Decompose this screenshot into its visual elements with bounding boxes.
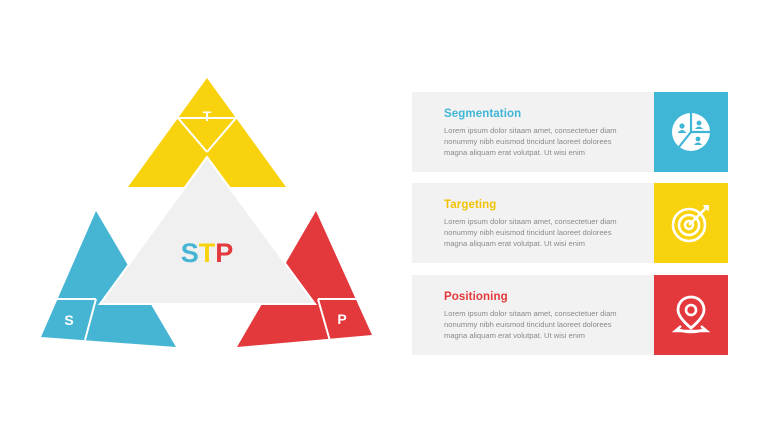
targeting-text-box: Targeting Lorem ipsum dolor sitaam amet,…	[412, 183, 654, 263]
segmentation-body: Lorem ipsum dolor sitaam amet, consectet…	[444, 125, 649, 158]
targeting-triangle-letter: T	[203, 108, 212, 124]
positioning-triangle-letter: P	[337, 311, 346, 327]
segmentation-body-line: nonummy nibh euismod tincidunt laoreet d…	[444, 137, 612, 146]
positioning-triangle-shape	[237, 211, 372, 347]
stp-letter-s: S	[181, 238, 199, 268]
pie-chart-users-icon	[672, 113, 710, 151]
positioning-panel: Positioning Lorem ipsum dolor sitaam ame…	[412, 275, 728, 355]
target-arrow-icon	[671, 205, 709, 243]
positioning-body-line: Lorem ipsum dolor sitaam amet, consectet…	[444, 309, 617, 318]
targeting-body-line: Lorem ipsum dolor sitaam amet, consectet…	[444, 217, 617, 226]
segmentation-text-box: Segmentation Lorem ipsum dolor sitaam am…	[412, 92, 654, 172]
segmentation-icon-box	[654, 92, 728, 172]
stp-letter-t: T	[199, 238, 216, 268]
segmentation-triangle-shape	[41, 211, 176, 347]
positioning-triangle: P	[237, 211, 372, 347]
segmentation-triangle: S	[41, 211, 176, 347]
targeting-triangle: T	[128, 78, 286, 187]
positioning-body: Lorem ipsum dolor sitaam amet, consectet…	[444, 308, 649, 341]
map-pin-icon	[671, 295, 711, 334]
center-triangle	[98, 155, 317, 305]
positioning-text-box: Positioning Lorem ipsum dolor sitaam ame…	[412, 275, 654, 355]
targeting-body: Lorem ipsum dolor sitaam amet, consectet…	[444, 216, 649, 249]
segmentation-title: Segmentation	[444, 108, 522, 120]
targeting-body-line: nonummy nibh euismod tincidunt laoreet d…	[444, 228, 612, 237]
segmentation-panel: Segmentation Lorem ipsum dolor sitaam am…	[412, 92, 728, 172]
segmentation-triangle-letter: S	[64, 312, 73, 328]
positioning-title: Positioning	[444, 291, 508, 303]
segmentation-body-line: magna aliquam erat volutpat. Ut wisi eni…	[444, 148, 585, 157]
positioning-body-line: nonummy nibh euismod tincidunt laoreet d…	[444, 320, 612, 329]
stp-triangle-diagram: T S P STP	[41, 78, 372, 347]
targeting-panel: Targeting Lorem ipsum dolor sitaam amet,…	[412, 183, 728, 263]
targeting-body-line: magna aliquam erat volutpat. Ut wisi eni…	[444, 239, 585, 248]
targeting-icon-box	[654, 183, 728, 263]
segmentation-body-line: Lorem ipsum dolor sitaam amet, consectet…	[444, 126, 617, 135]
targeting-title: Targeting	[444, 199, 497, 211]
positioning-icon-box	[654, 275, 728, 355]
stp-letter-p: P	[215, 238, 233, 268]
stp-center-label: STP	[181, 238, 234, 268]
positioning-body-line: magna aliquam erat volutpat. Ut wisi eni…	[444, 331, 585, 340]
targeting-triangle-shape	[128, 78, 286, 187]
